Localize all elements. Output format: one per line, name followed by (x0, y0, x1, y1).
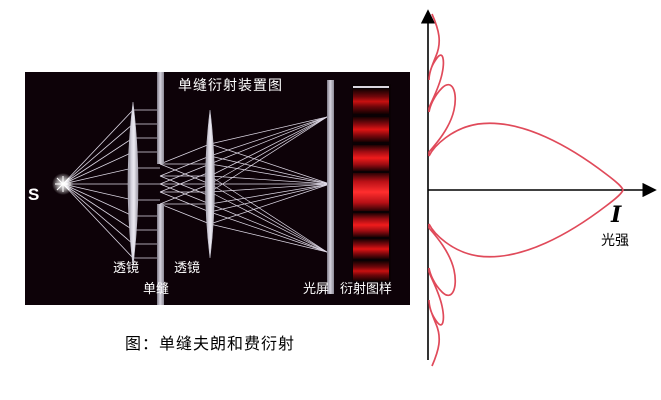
slit-bar-lower (157, 204, 164, 305)
screen-label: 光屏 (303, 282, 330, 297)
intensity-axis-symbol: I (611, 202, 622, 228)
lens-1-label: 透镜 (113, 261, 140, 276)
intensity-curve (428, 13, 624, 367)
ray-fan-source-to-lens1 (62, 109, 134, 259)
intensity-plot-svg (420, 9, 657, 367)
figure-caption: 图：单缝夫朗和费衍射 (124, 334, 295, 353)
fringe-band (353, 145, 389, 171)
apparatus-title: 单缝衍射装置图 (178, 78, 283, 94)
point-source-label: S (28, 185, 40, 204)
pattern-label: 衍射图样 (340, 282, 393, 297)
apparatus-diagram-panel: 单缝衍射装置图 S 透镜 透镜 单缝 光屏 衍射图样 (25, 72, 410, 305)
intensity-axis-label: 光强 (601, 233, 629, 249)
diffraction-fringe-strip (352, 84, 391, 282)
slit-label: 单缝 (143, 282, 170, 297)
fringe-band (353, 213, 389, 237)
lens-2-label: 透镜 (174, 261, 201, 276)
fringe-band (353, 89, 389, 114)
ray-cones-lens2-to-screen (209, 116, 331, 253)
lens-1 (127, 101, 139, 267)
ray-fan-slit-to-lens2 (159, 143, 211, 225)
slit-bar-upper (157, 72, 164, 164)
observation-screen-bar (327, 80, 334, 294)
point-source-sparkle (55, 176, 71, 192)
intensity-plot: I 光强 (412, 8, 661, 368)
lens-2 (205, 109, 215, 259)
fringe-band (353, 261, 389, 281)
fringe-band (353, 173, 389, 211)
fringe-band (353, 117, 389, 142)
fringe-band (353, 239, 389, 259)
apparatus-optics-svg (52, 72, 391, 305)
